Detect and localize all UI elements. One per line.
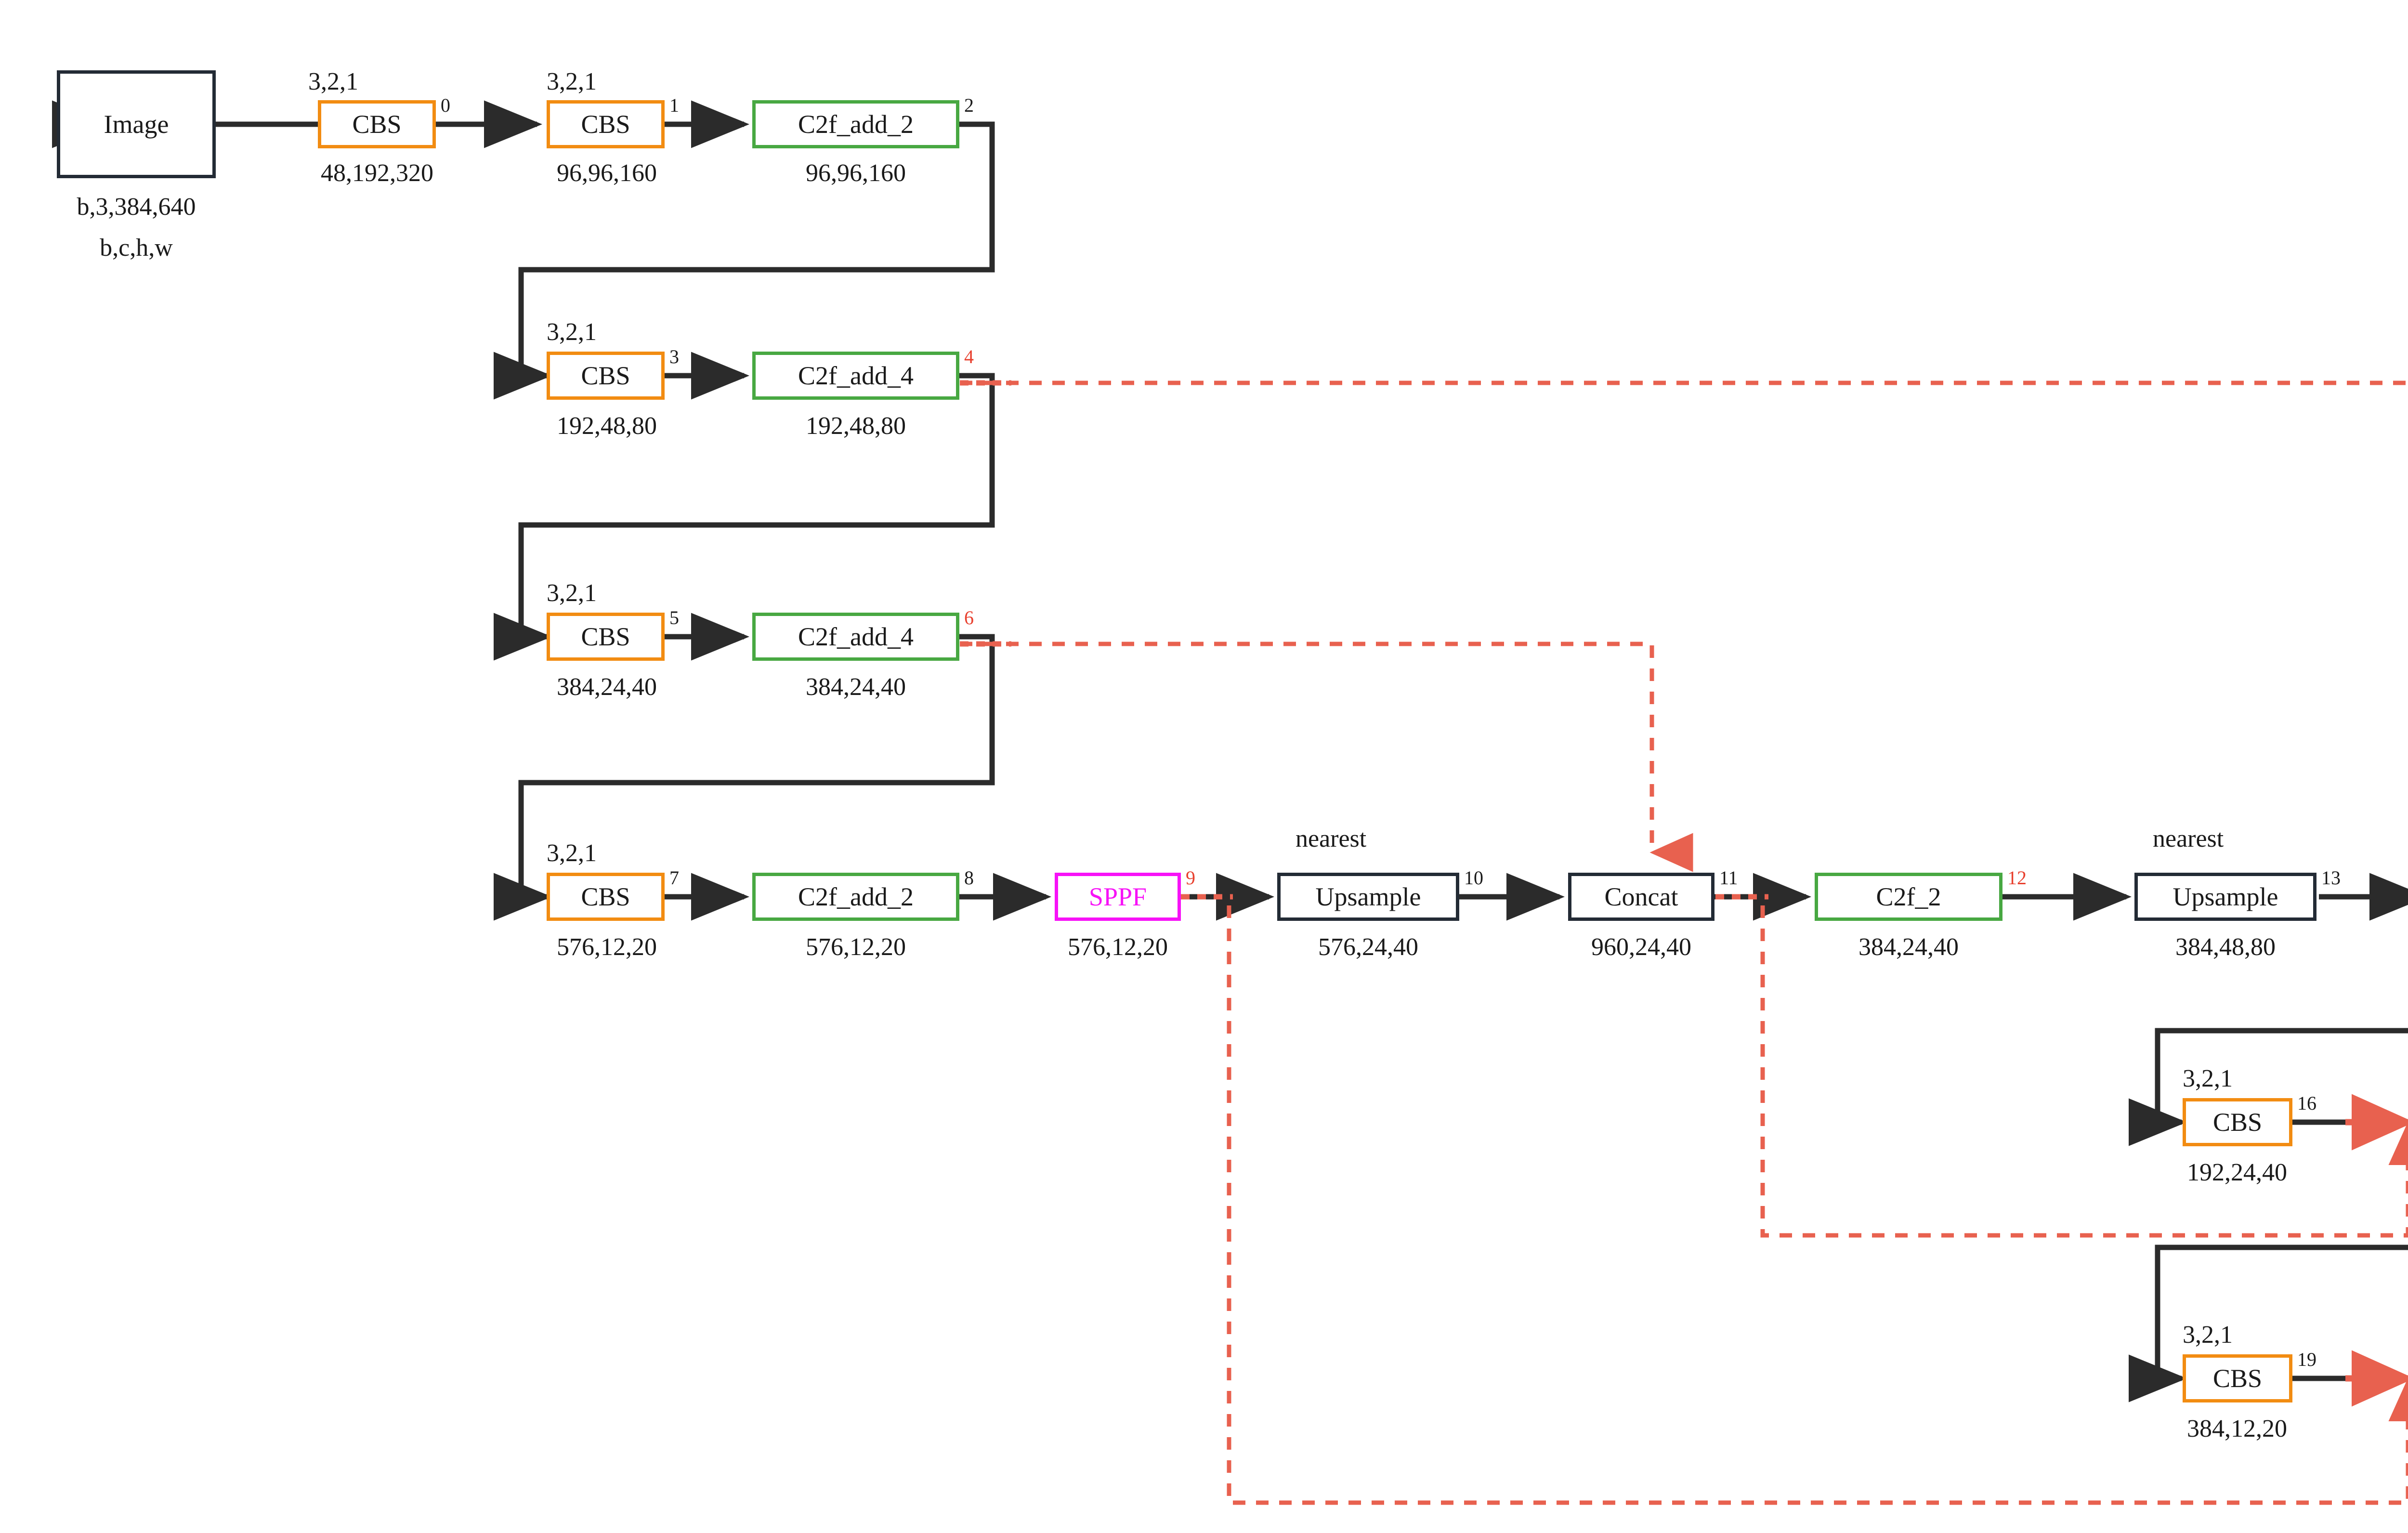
node-label: CBS xyxy=(581,361,630,390)
node-label: CBS xyxy=(352,110,402,139)
mode-label-upsample-13: nearest xyxy=(2153,825,2224,852)
kernel-label-cbs7: 3,2,1 xyxy=(547,839,597,867)
node-index-1: 1 xyxy=(669,94,679,116)
node-index-3: 3 xyxy=(669,346,679,367)
node-label: C2f_2 xyxy=(1876,882,1941,911)
node-index-8: 8 xyxy=(964,867,974,889)
node-shape-c2f12: 384,24,40 xyxy=(1858,933,1959,961)
node-image[interactable]: Image xyxy=(57,70,216,178)
node-index-0: 0 xyxy=(441,94,450,116)
node-index-12: 12 xyxy=(2007,867,2027,889)
node-c2f-add-2-idx2[interactable]: C2f_add_2 xyxy=(752,100,959,148)
node-cbs-0[interactable]: CBS xyxy=(318,100,436,148)
node-shape-cat11: 960,24,40 xyxy=(1591,933,1691,961)
kernel-label-cbs0: 3,2,1 xyxy=(308,68,358,95)
node-label: CBS xyxy=(2212,1108,2263,1137)
node-c2f-add-4-idx4[interactable]: C2f_add_4 xyxy=(752,352,959,400)
node-index-19: 19 xyxy=(2297,1349,2316,1370)
node-cbs-19[interactable]: CBS xyxy=(2183,1354,2292,1402)
node-shape-image: b,3,384,640 xyxy=(77,193,196,221)
node-index-4: 4 xyxy=(964,346,974,367)
node-index-16: 16 xyxy=(2297,1092,2316,1114)
kernel-label-cbs5: 3,2,1 xyxy=(547,579,597,607)
node-label: Upsample xyxy=(1315,882,1421,911)
node-shape-cbs5: 384,24,40 xyxy=(557,673,657,701)
node-label: CBS xyxy=(2212,1364,2263,1393)
kernel-label-cbs1: 3,2,1 xyxy=(547,68,597,95)
node-shape-cbs3: 192,48,80 xyxy=(557,412,657,440)
node-shape-cbs0: 48,192,320 xyxy=(321,159,433,187)
node-index-2: 2 xyxy=(964,94,974,116)
node-label: Image xyxy=(104,110,169,139)
node-index-6: 6 xyxy=(964,607,974,629)
node-shape-ups13: 384,48,80 xyxy=(2175,933,2276,961)
node-cbs-1[interactable]: CBS xyxy=(547,100,665,148)
node-cbs-7[interactable]: CBS xyxy=(547,873,665,921)
node-shape-format: b,c,h,w xyxy=(100,234,173,262)
node-label: C2f_add_4 xyxy=(798,622,914,651)
node-cbs-3[interactable]: CBS xyxy=(547,352,665,400)
node-index-7: 7 xyxy=(669,867,679,889)
node-index-5: 5 xyxy=(669,607,679,629)
node-sppf[interactable]: SPPF xyxy=(1055,873,1181,921)
node-shape-sppf: 576,12,20 xyxy=(1068,933,1168,961)
node-shape-ups10: 576,24,40 xyxy=(1318,933,1418,961)
node-index-13: 13 xyxy=(2321,867,2341,889)
node-upsample-10[interactable]: Upsample xyxy=(1277,873,1459,921)
node-c2f-add-2-idx8[interactable]: C2f_add_2 xyxy=(752,873,959,921)
kernel-label-cbs16: 3,2,1 xyxy=(2183,1065,2233,1092)
node-label: Concat xyxy=(1604,882,1678,911)
mode-label-upsample-10: nearest xyxy=(1296,825,1367,852)
node-shape-c2f4: 192,48,80 xyxy=(806,412,906,440)
node-index-9: 9 xyxy=(1186,867,1195,889)
node-label: C2f_add_2 xyxy=(798,110,914,139)
node-cbs-5[interactable]: CBS xyxy=(547,613,665,661)
node-shape-cbs7: 576,12,20 xyxy=(557,933,657,961)
node-cbs-16[interactable]: CBS xyxy=(2183,1098,2292,1146)
node-label: CBS xyxy=(581,110,630,139)
node-shape-c2f8: 576,12,20 xyxy=(806,933,906,961)
node-index-11: 11 xyxy=(1719,867,1738,889)
node-label: C2f_add_2 xyxy=(798,882,914,911)
node-label: Upsample xyxy=(2172,882,2278,911)
node-shape-c2f6: 384,24,40 xyxy=(806,673,906,701)
node-shape-cbs1: 96,96,160 xyxy=(557,159,657,187)
kernel-label-cbs19: 3,2,1 xyxy=(2183,1321,2233,1349)
node-label: SPPF xyxy=(1088,882,1147,911)
node-label: CBS xyxy=(581,622,630,651)
node-shape-c2f2: 96,96,160 xyxy=(806,159,906,187)
node-concat-11[interactable]: Concat xyxy=(1568,873,1714,921)
node-label: C2f_add_4 xyxy=(798,361,914,390)
kernel-label-cbs3: 3,2,1 xyxy=(547,318,597,346)
node-shape-cbs16: 192,24,40 xyxy=(2187,1159,2287,1186)
node-shape-cbs19: 384,12,20 xyxy=(2187,1415,2287,1442)
node-upsample-13[interactable]: Upsample xyxy=(2134,873,2316,921)
node-c2f-add-4-idx6[interactable]: C2f_add_4 xyxy=(752,613,959,661)
node-c2f-2-idx12[interactable]: C2f_2 xyxy=(1815,873,2002,921)
node-label: CBS xyxy=(581,882,630,911)
node-index-10: 10 xyxy=(1464,867,1483,889)
